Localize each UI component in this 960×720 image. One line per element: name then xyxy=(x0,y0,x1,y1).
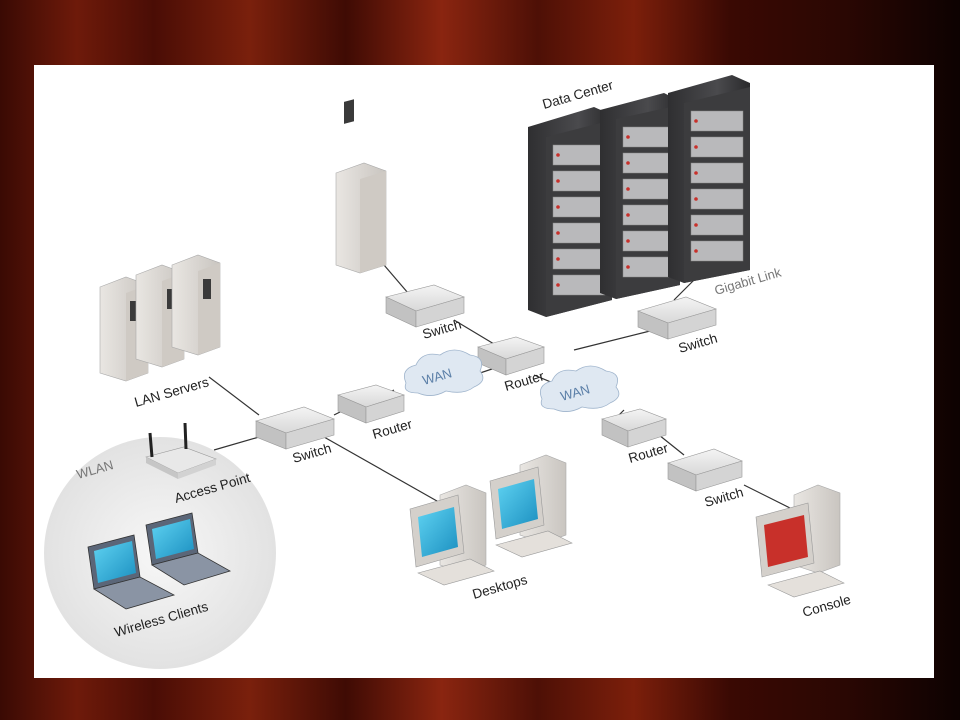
desktop-computer-icon xyxy=(489,454,573,558)
switch-left-icon xyxy=(255,406,335,450)
access-point-icon xyxy=(145,422,217,479)
switch-right-icon xyxy=(667,448,743,492)
link-gigabit xyxy=(673,279,695,301)
router-left-icon xyxy=(337,384,405,424)
laptop-icon xyxy=(87,534,176,610)
link-lanservers-switch xyxy=(208,376,260,416)
label-desktops: Desktops xyxy=(471,572,529,602)
network-diagram: Data Center Gigabit Link Switch Switch R… xyxy=(44,75,853,669)
console-computer-icon xyxy=(755,484,845,598)
router-right-icon xyxy=(601,408,667,448)
label-console: Console xyxy=(801,592,853,620)
rack-icon xyxy=(528,107,612,317)
link-router-switch-right xyxy=(658,434,685,456)
link-router-switch-dc xyxy=(573,329,655,351)
data-center-racks xyxy=(528,75,750,317)
laptop-icon xyxy=(145,512,232,586)
switch-top-icon xyxy=(385,284,465,328)
link-ap-switch xyxy=(213,436,260,451)
label-lan-servers: LAN Servers xyxy=(133,374,211,410)
label-switch-right: Switch xyxy=(703,485,745,510)
lan-servers-icon xyxy=(99,254,221,382)
server-tower-icon xyxy=(171,254,221,356)
wan-cloud-left-icon xyxy=(403,349,484,396)
label-data-center: Data Center xyxy=(541,77,616,112)
switch-dc-icon xyxy=(637,296,717,340)
diagram-slide: Data Center Gigabit Link Switch Switch R… xyxy=(34,65,934,678)
rack-icon xyxy=(668,75,750,283)
label-router-left: Router xyxy=(371,416,415,442)
router-center-icon xyxy=(477,336,545,376)
link-switch-desktops xyxy=(323,436,445,506)
server-tower-icon xyxy=(335,99,387,274)
wan-cloud-right-icon xyxy=(539,365,620,412)
link-switch-console xyxy=(743,484,795,511)
desktop-computer-icon xyxy=(409,484,495,586)
